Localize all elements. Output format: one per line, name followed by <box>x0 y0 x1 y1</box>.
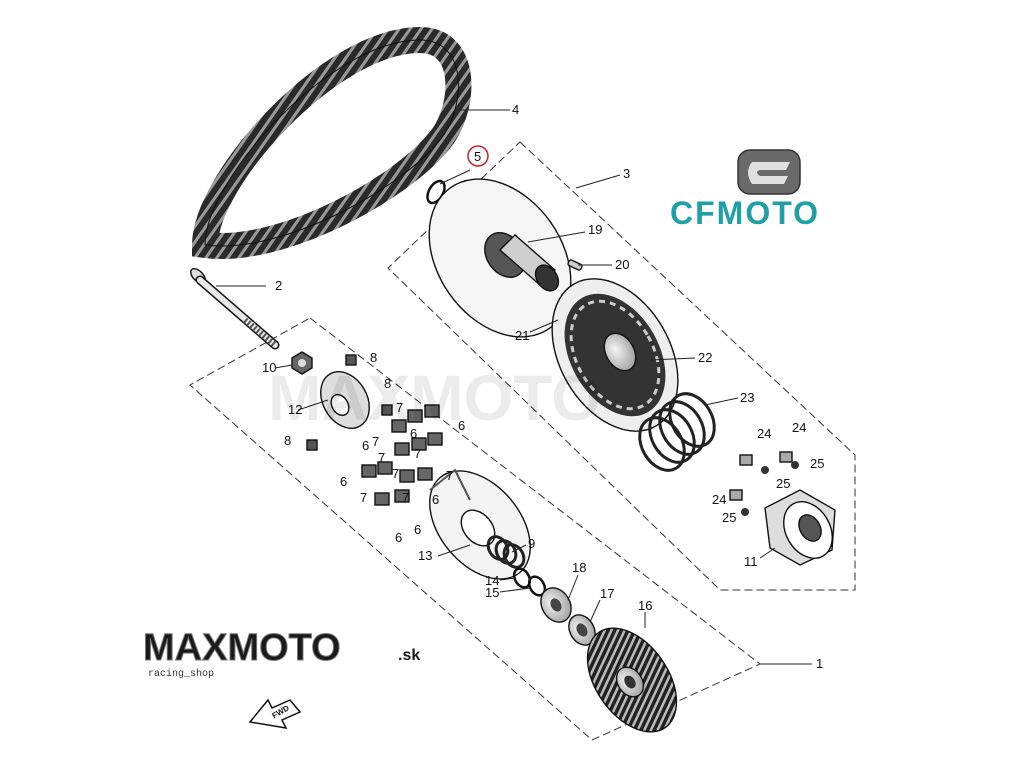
callout-25-b: 25 <box>776 476 790 491</box>
callout-24-b: 24 <box>792 420 806 435</box>
callout-7-a: 7 <box>396 400 403 415</box>
callout-4: 4 <box>512 102 519 117</box>
direction-badge: FWD <box>248 698 302 729</box>
callout-21: 21 <box>515 328 529 343</box>
callout-labels: 4 5 3 2 19 20 21 22 23 8 10 8 12 7 6 6 7… <box>262 102 824 671</box>
callout-24-a: 24 <box>757 426 771 441</box>
callout-23: 23 <box>740 390 754 405</box>
callout-20: 20 <box>615 257 629 272</box>
callout-7-b: 7 <box>372 434 379 449</box>
callout-8-b: 8 <box>384 376 391 391</box>
callout-5-highlight-ring <box>467 145 489 167</box>
ramp-plate <box>320 371 370 429</box>
callout-13: 13 <box>418 548 432 563</box>
callout-1: 1 <box>816 656 823 671</box>
roller-weights <box>361 404 443 506</box>
callout-6-g: 6 <box>395 530 402 545</box>
cfmoto-emblem-icon <box>737 149 801 195</box>
callout-25-a: 25 <box>810 456 824 471</box>
callout-10: 10 <box>262 360 276 375</box>
maxmoto-watermark-faint: MAXMOTO <box>268 362 601 434</box>
cam-sliders <box>729 451 799 516</box>
callout-9: 9 <box>528 536 535 551</box>
callout-6-a: 6 <box>410 426 417 441</box>
maxmoto-logo: MAXMOTO .sk racing_shop <box>143 627 421 681</box>
pin <box>567 259 583 271</box>
maxmoto-domain: .sk <box>398 647 420 664</box>
callout-12: 12 <box>288 402 302 417</box>
callout-16: 16 <box>638 598 652 613</box>
maxmoto-wordmark: MAXMOTO <box>143 627 341 669</box>
callout-8-a: 8 <box>370 350 377 365</box>
sleeve <box>540 587 572 623</box>
callout-7-c: 7 <box>378 450 385 465</box>
nut <box>291 351 313 375</box>
callout-19: 19 <box>588 222 602 237</box>
callout-7-f: 7 <box>446 468 453 483</box>
callout-6-f: 6 <box>414 522 421 537</box>
callout-7-h: 7 <box>402 490 409 505</box>
callout-5: 5 <box>474 149 481 164</box>
drive-belt <box>191 26 472 259</box>
driven-fixed-sheave <box>428 178 572 338</box>
drive-spring <box>486 535 526 569</box>
callout-7-e: 7 <box>392 466 399 481</box>
callout-18: 18 <box>572 560 586 575</box>
callout-15: 15 <box>485 585 499 600</box>
driven-pulley-group-outline <box>387 141 856 591</box>
callout-25-c: 25 <box>722 510 736 525</box>
callout-24-c: 24 <box>712 492 726 507</box>
maxmoto-tagline: racing_shop <box>148 668 214 680</box>
drive-pulley-group-outline <box>189 317 761 741</box>
callout-6-b: 6 <box>458 418 465 433</box>
callout-14: 14 <box>485 573 499 588</box>
callout-6-d: 6 <box>340 474 347 489</box>
callout-8-c: 8 <box>284 433 291 448</box>
leader-lines <box>216 109 812 665</box>
cfmoto-logo: CFMOTO <box>670 149 820 231</box>
callout-7-d: 7 <box>414 446 421 461</box>
callout-22: 22 <box>698 350 712 365</box>
callout-6-e: 6 <box>432 492 439 507</box>
driven-movable-sheave <box>551 278 679 432</box>
callout-11: 11 <box>744 554 758 569</box>
callout-7-g: 7 <box>360 490 367 505</box>
bolt <box>190 268 280 350</box>
driven-spring <box>638 392 716 472</box>
callout-3: 3 <box>623 166 630 181</box>
direction-arrow-icon <box>248 698 302 729</box>
slider-blocks <box>306 354 393 451</box>
callout-17: 17 <box>600 586 614 601</box>
fixed-sheave-fan <box>586 627 678 733</box>
cfmoto-wordmark: CFMOTO <box>670 195 820 231</box>
callout-2: 2 <box>275 278 282 293</box>
spring-seat-cam <box>764 489 836 566</box>
callout-6-c: 6 <box>362 438 369 453</box>
